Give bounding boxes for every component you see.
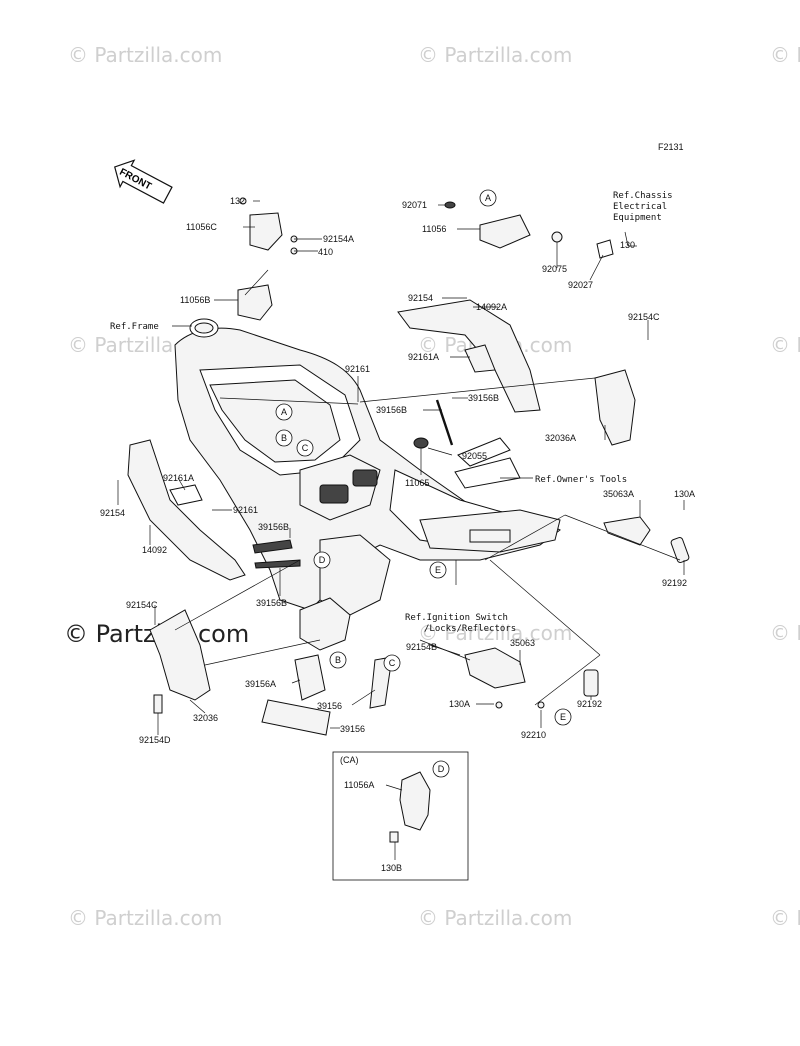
part-label: 92075 bbox=[542, 264, 567, 274]
callout-b: B bbox=[335, 655, 341, 665]
reference-notes: Ref.Chassis Electrical Equipment Ref.Fra… bbox=[110, 191, 673, 634]
part-label: 35063 bbox=[510, 638, 535, 648]
watermark: © Partzilla.com bbox=[770, 621, 800, 645]
part-label: 39156B bbox=[258, 522, 289, 532]
part-label: 92154C bbox=[628, 312, 660, 322]
callout-c: C bbox=[389, 658, 396, 668]
part-label: 92154D bbox=[139, 735, 171, 745]
part-label: 92210 bbox=[521, 730, 546, 740]
part-label: 92154B bbox=[406, 642, 437, 652]
part-label: 92071 bbox=[402, 200, 427, 210]
part-label: 32036 bbox=[193, 713, 218, 723]
part-label: 92161A bbox=[163, 473, 194, 483]
ref-ignition-line2: /Locks/Reflectors bbox=[424, 624, 516, 634]
left-parts bbox=[127, 439, 393, 736]
front-arrow-icon: FRONT bbox=[114, 159, 173, 204]
watermark: © Partzilla.com bbox=[418, 906, 572, 930]
ref-ignition-line1: Ref.Ignition Switch bbox=[405, 613, 508, 623]
part-label: 11056A bbox=[344, 780, 374, 790]
callout-c: C bbox=[302, 443, 309, 453]
watermark: © Partzilla.com bbox=[770, 906, 800, 930]
part-label: 130A bbox=[674, 489, 695, 499]
callout-d: D bbox=[438, 764, 445, 774]
part-label: 39156 bbox=[340, 724, 365, 734]
part-label: 92027 bbox=[568, 280, 593, 290]
part-label: 14092A bbox=[476, 302, 507, 312]
part-label: 92154 bbox=[408, 293, 433, 303]
ref-chassis-line1: Ref.Chassis bbox=[613, 191, 673, 201]
upper-brackets bbox=[237, 197, 636, 489]
watermark: © Partzilla.com bbox=[68, 906, 222, 930]
watermark: © Partzilla.com bbox=[770, 333, 800, 357]
part-label: 92192 bbox=[662, 578, 687, 588]
watermark: © Partzilla.com bbox=[418, 621, 572, 645]
callout-b: B bbox=[281, 433, 287, 443]
part-label: 92192 bbox=[577, 699, 602, 709]
part-label: 39156B bbox=[376, 405, 407, 415]
part-label: 32036A bbox=[545, 433, 576, 443]
ca-inset: (CA) 11056A 130B bbox=[332, 751, 469, 881]
callouts: A A B C D E B C E D bbox=[275, 189, 572, 778]
part-label: 11065 bbox=[405, 478, 429, 488]
ref-chassis-line2: Electrical bbox=[613, 202, 667, 212]
ref-chassis-line3: Equipment bbox=[613, 213, 662, 223]
callout-a: A bbox=[281, 407, 287, 417]
callout-a: A bbox=[485, 193, 491, 203]
watermark: © Partzilla.com bbox=[418, 43, 572, 67]
part-label: 92161 bbox=[233, 505, 258, 515]
part-label: 14092 bbox=[142, 545, 167, 555]
part-label: 11056 bbox=[422, 224, 446, 234]
part-label: 92161A bbox=[408, 352, 439, 362]
main-frame bbox=[174, 318, 561, 651]
part-label: 11056B bbox=[180, 295, 210, 305]
callout-e: E bbox=[435, 565, 441, 575]
part-label: 39156 bbox=[317, 701, 342, 711]
inset-label: (CA) bbox=[340, 755, 359, 765]
ref-frame: Ref.Frame bbox=[110, 322, 159, 332]
figure-code: F2131 bbox=[658, 142, 684, 152]
part-label: 130A bbox=[449, 699, 470, 709]
part-label: 132 bbox=[230, 196, 245, 206]
part-label: 92161 bbox=[345, 364, 370, 374]
watermark: © Partzilla.com bbox=[68, 43, 222, 67]
part-label: 92154A bbox=[323, 234, 354, 244]
part-label: 92154C bbox=[126, 600, 158, 610]
ref-owners-tools: Ref.Owner's Tools bbox=[535, 475, 627, 485]
part-label: 130B bbox=[381, 863, 402, 873]
leader-lines bbox=[117, 200, 685, 735]
callout-e: E bbox=[560, 712, 566, 722]
part-label: 39156B bbox=[468, 393, 499, 403]
part-label: 92055 bbox=[462, 451, 487, 461]
watermark: © Partzilla.com bbox=[770, 43, 800, 67]
part-label: 130 bbox=[620, 240, 635, 250]
callout-d: D bbox=[319, 555, 326, 565]
part-label: 35063A bbox=[603, 489, 634, 499]
part-labels: 132 11056C 92154A 410 11056B 92071 11056… bbox=[100, 196, 695, 745]
part-label: 410 bbox=[318, 247, 333, 257]
part-label: 11056C bbox=[186, 222, 217, 232]
part-label: 92154 bbox=[100, 508, 125, 518]
part-label: 39156A bbox=[245, 679, 276, 689]
part-label: 39156B bbox=[256, 598, 287, 608]
